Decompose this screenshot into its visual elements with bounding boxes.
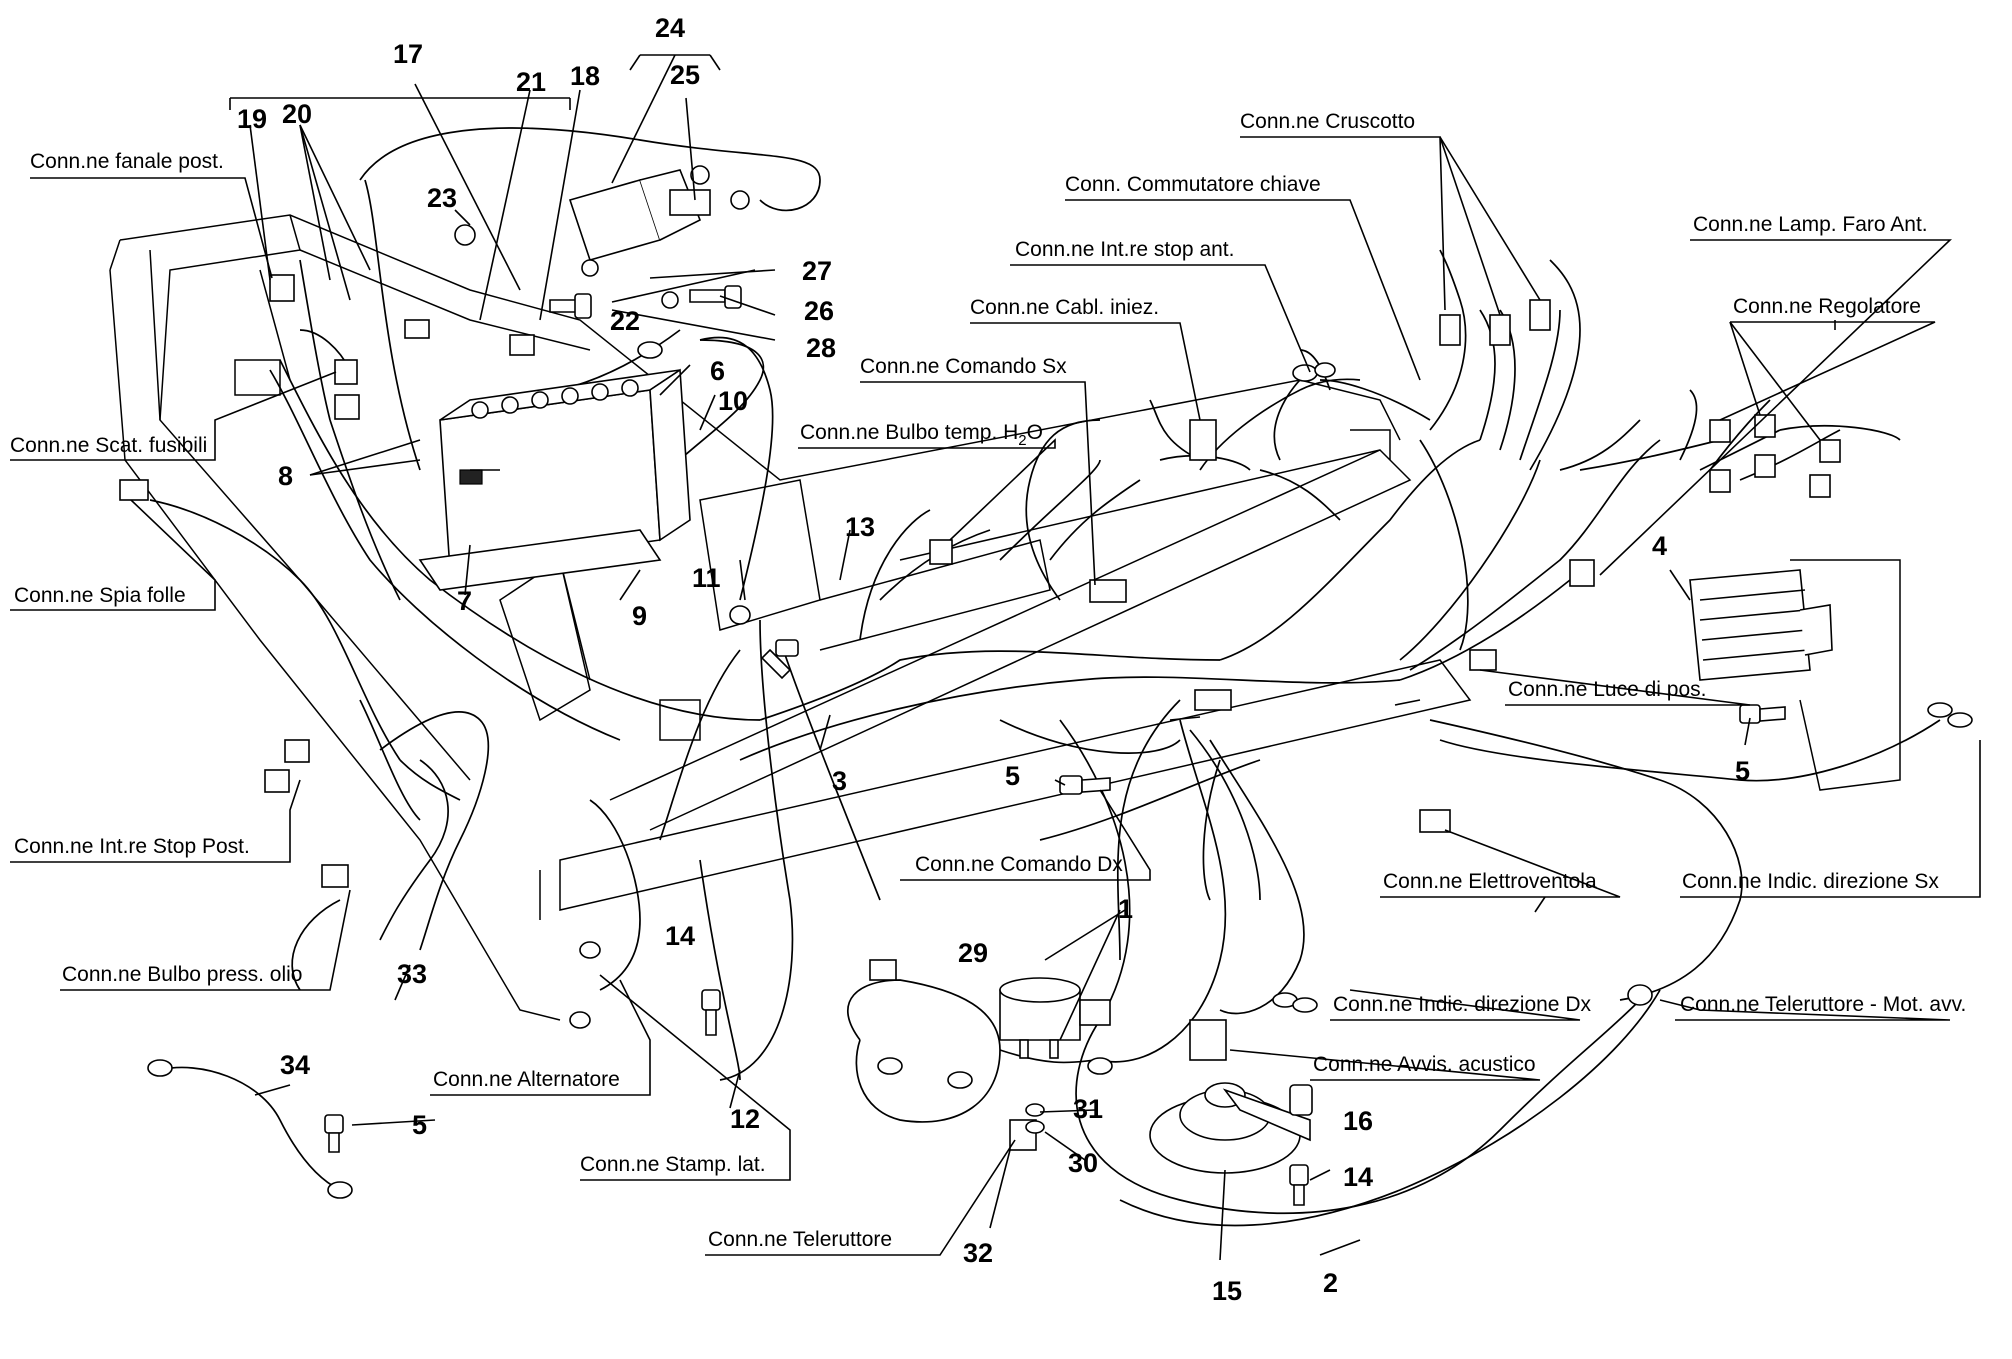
part-number-14a: 14	[665, 921, 695, 951]
label-bulbo-temp-h2o: Conn.ne Bulbo temp. H2O	[800, 421, 1043, 449]
part-number-31: 31	[1073, 1094, 1103, 1124]
label-cabl-iniez: Conn.ne Cabl. iniez.	[970, 296, 1159, 319]
label-comando-dx: Conn.ne Comando Dx	[915, 853, 1123, 876]
label-cruscotto: Conn.ne Cruscotto	[1240, 110, 1415, 133]
part-number-1: 1	[1118, 894, 1133, 924]
part-number-22: 22	[610, 306, 640, 336]
part-number-12: 12	[730, 1104, 760, 1134]
part-number-16: 16	[1343, 1106, 1373, 1136]
label-indic-direzione-sx: Conn.ne Indic. direzione Sx	[1682, 870, 1939, 893]
screws	[324, 224, 1786, 1206]
part-number-4: 4	[1652, 531, 1667, 561]
label-commutatore-chiave: Conn. Commutatore chiave	[1065, 173, 1321, 196]
label-elettroventola: Conn.ne Elettroventola	[1383, 870, 1597, 893]
label-teleruttore-mot-avv: Conn.ne Teleruttore - Mot. avv.	[1680, 993, 1966, 1016]
label-teleruttore: Conn.ne Teleruttore	[708, 1228, 892, 1251]
label-comando-sx: Conn.ne Comando Sx	[860, 355, 1067, 378]
part-number-25: 25	[670, 60, 700, 90]
part-number-20: 20	[282, 99, 312, 129]
part-numbers: 1 2 3 4 5 5 5 6 7 8 9 10 11 12 13 14 14 …	[237, 13, 1750, 1306]
label-regolatore: Conn.ne Regolatore	[1733, 295, 1921, 318]
part-number-27: 27	[802, 256, 832, 286]
part-number-26: 26	[804, 296, 834, 326]
starter-relay	[999, 977, 1111, 1059]
fuse-box	[568, 165, 750, 261]
part-number-30: 30	[1068, 1148, 1098, 1178]
part-number-23: 23	[427, 183, 457, 213]
part-number-15: 15	[1212, 1276, 1242, 1306]
part-number-17: 17	[393, 39, 423, 69]
part-number-11: 11	[692, 563, 721, 593]
part-number-6: 6	[710, 356, 725, 386]
label-luce-di-pos: Conn.ne Luce di pos.	[1508, 678, 1706, 701]
harness-cables	[149, 127, 1941, 1227]
label-int-stop-post: Conn.ne Int.re Stop Post.	[14, 835, 250, 858]
label-alternatore: Conn.ne Alternatore	[433, 1068, 620, 1091]
part-number-18: 18	[570, 61, 600, 91]
part-number-13: 13	[845, 512, 875, 542]
part-number-14b: 14	[1343, 1162, 1373, 1192]
part-number-10: 10	[718, 386, 748, 416]
label-spia-folle: Conn.ne Spia folle	[14, 584, 186, 607]
regulator	[1689, 569, 1833, 681]
part-number-2: 2	[1323, 1268, 1338, 1298]
part-number-19: 19	[237, 104, 267, 134]
label-indic-direzione-dx: Conn.ne Indic. direzione Dx	[1333, 993, 1591, 1016]
part-number-5c: 5	[412, 1110, 427, 1140]
part-number-29: 29	[958, 938, 988, 968]
label-lamp-faro-ant: Conn.ne Lamp. Faro Ant.	[1693, 213, 1928, 236]
label-scat-fusibili: Conn.ne Scat. fusibili	[10, 434, 207, 457]
label-int-stop-ant: Conn.ne Int.re stop ant.	[1015, 238, 1234, 261]
part-number-5b: 5	[1735, 756, 1750, 786]
connectors	[119, 274, 1973, 1199]
part-number-7: 7	[457, 586, 472, 616]
label-avvis-acustico: Conn.ne Avvis. acustico	[1313, 1053, 1536, 1076]
part-number-8: 8	[278, 461, 293, 491]
part-number-5a: 5	[1005, 761, 1020, 791]
battery	[418, 368, 691, 591]
label-fanale-post: Conn.ne fanale post.	[30, 150, 224, 173]
part-number-21: 21	[516, 67, 546, 97]
part-number-24: 24	[655, 13, 685, 43]
horn	[1149, 1082, 1313, 1174]
label-stamp-lat: Conn.ne Stamp. lat.	[580, 1153, 766, 1176]
part-number-9: 9	[632, 601, 647, 631]
part-number-32: 32	[963, 1238, 993, 1268]
label-bulbo-press-olio: Conn.ne Bulbo press. olio	[62, 963, 303, 986]
part-number-3: 3	[832, 766, 847, 796]
frame-outline	[109, 214, 1901, 1021]
leader-lines	[10, 54, 1981, 1261]
part-number-34: 34	[280, 1050, 310, 1080]
connector-labels: Conn.ne fanale post. Conn.ne Scat. fusib…	[10, 110, 1966, 1251]
part-number-28: 28	[806, 333, 836, 363]
part-number-33: 33	[397, 959, 427, 989]
